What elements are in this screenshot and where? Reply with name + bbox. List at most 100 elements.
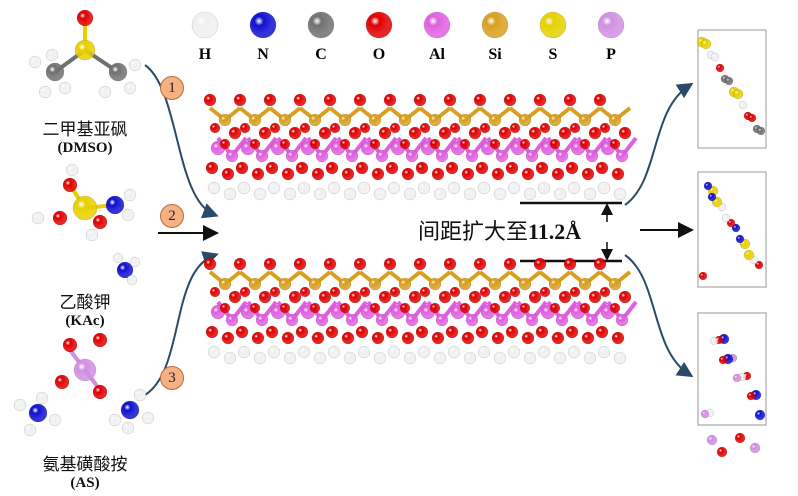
as-p	[73, 358, 97, 382]
panel-h	[709, 336, 719, 346]
layer-h	[493, 187, 507, 201]
layer-o	[325, 161, 339, 175]
layer-o	[318, 290, 332, 304]
layer-h	[567, 181, 581, 195]
layer-o	[528, 290, 542, 304]
layer-o	[311, 331, 325, 345]
layer-o	[249, 138, 261, 150]
layer-o	[235, 161, 249, 175]
layer-o	[318, 126, 332, 140]
layer-o	[258, 126, 272, 140]
layer-o	[618, 126, 632, 140]
layer-o	[401, 331, 415, 345]
dmso-h	[123, 81, 137, 95]
layer-al	[255, 313, 269, 327]
layer-o	[438, 126, 452, 140]
layer-o	[281, 331, 295, 345]
layer-o	[468, 126, 482, 140]
panel-o	[726, 218, 736, 228]
layer-o	[533, 257, 547, 271]
layer-o	[491, 331, 505, 345]
kac-label: 乙酸钾(KAc)	[25, 288, 145, 330]
layer-o	[569, 286, 581, 298]
layer-o	[595, 161, 609, 175]
layer-o	[329, 122, 341, 134]
panel-n	[707, 192, 717, 202]
layer-h	[223, 187, 237, 201]
route-badge-3: 3	[160, 366, 184, 390]
layer-al	[585, 313, 599, 327]
as-h	[48, 413, 62, 427]
layer-o	[505, 161, 519, 175]
as-h	[23, 423, 37, 437]
layer-h	[417, 181, 431, 195]
layer-si	[488, 113, 502, 127]
layer-o	[618, 290, 632, 304]
layer-o	[563, 93, 577, 107]
layer-si	[428, 277, 442, 291]
layer-al	[345, 149, 359, 163]
layer-o	[459, 302, 471, 314]
dmso-h	[98, 85, 112, 99]
layer-o	[539, 286, 551, 298]
arrows	[144, 64, 694, 396]
atoms	[13, 9, 766, 458]
as-h	[121, 421, 135, 435]
layer-o	[431, 167, 445, 181]
layer-si	[368, 113, 382, 127]
kac-abbr: (KAc)	[65, 313, 105, 329]
gap-text: 间距扩大至	[418, 219, 529, 244]
legend-p	[597, 11, 625, 39]
layer-h	[267, 345, 281, 359]
layer-al	[495, 313, 509, 327]
layer-o	[539, 122, 551, 134]
layer-h	[207, 345, 221, 359]
layer-o	[348, 290, 362, 304]
kac-h	[65, 163, 79, 177]
route-badge-1: 1	[160, 76, 184, 100]
layer-o	[353, 93, 367, 107]
layer-h	[613, 351, 627, 365]
legend-label-h: H	[198, 46, 212, 63]
layer-o	[449, 286, 461, 298]
layer-h	[403, 187, 417, 201]
layer-o	[265, 161, 279, 175]
panel-h	[710, 52, 720, 62]
kac-n	[105, 195, 125, 215]
layer-si	[518, 277, 532, 291]
layer-o	[599, 122, 611, 134]
layer-o	[461, 167, 475, 181]
layer-o	[611, 167, 625, 181]
layer-h	[207, 181, 221, 195]
route-badge-2: 2	[160, 204, 184, 228]
layer-o	[339, 302, 351, 314]
layer-h	[447, 345, 461, 359]
layer-o	[258, 290, 272, 304]
legend-n	[249, 11, 277, 39]
layer-si	[248, 113, 262, 127]
layer-o	[461, 331, 475, 345]
dmso-h	[128, 58, 142, 72]
dmso-c	[45, 62, 65, 82]
layer-h	[537, 345, 551, 359]
as-h	[108, 413, 122, 427]
panel-n	[703, 181, 713, 191]
layer-h	[237, 345, 251, 359]
layer-o	[383, 93, 397, 107]
layer-h	[403, 351, 417, 365]
kac-h	[123, 188, 137, 202]
dmso-abbr: (DMSO)	[57, 140, 113, 156]
as-h	[13, 398, 27, 412]
layer-o	[219, 302, 231, 314]
layer-o	[279, 302, 291, 314]
layer-al	[225, 149, 239, 163]
layer-al	[345, 313, 359, 327]
layer-o	[389, 286, 401, 298]
layer-o	[479, 286, 491, 298]
layer-o	[459, 138, 471, 150]
as-o	[62, 337, 78, 353]
layer-h	[493, 351, 507, 365]
as-o	[92, 384, 108, 400]
layer-al	[405, 149, 419, 163]
